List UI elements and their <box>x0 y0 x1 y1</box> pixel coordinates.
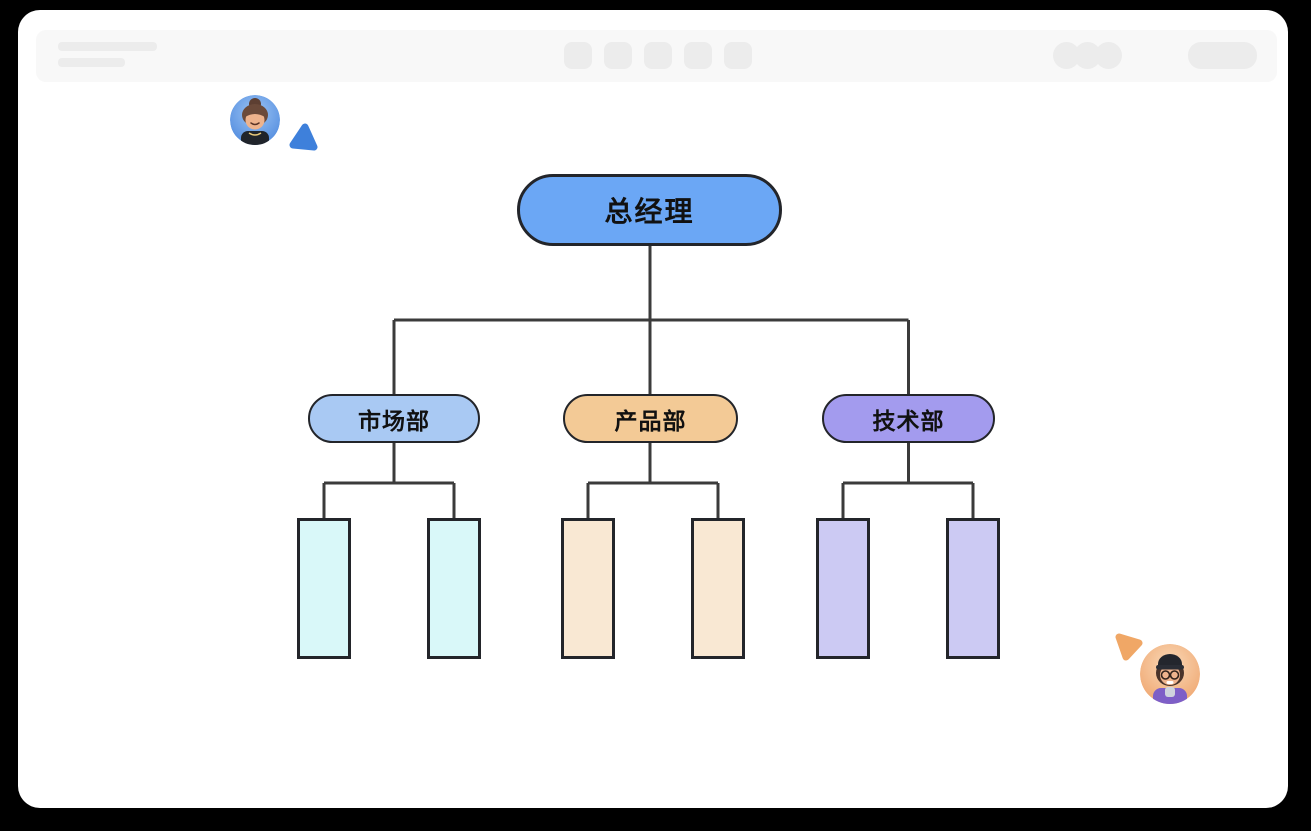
org-node-dept-marketing[interactable]: 市场部 <box>308 394 480 443</box>
org-node-dept-tech[interactable]: 技术部 <box>822 394 995 443</box>
org-leaf-marketing-1[interactable] <box>297 518 351 659</box>
collaborator-avatar-blue <box>230 95 280 145</box>
toolbar-icon-group <box>564 42 752 69</box>
org-leaf-tech-1[interactable] <box>816 518 870 659</box>
toolbar-text-placeholder-1 <box>58 42 157 51</box>
org-node-dept-tech-label: 技术部 <box>872 407 945 434</box>
toolbar-icon-placeholder-2[interactable] <box>604 42 632 69</box>
collaborator-avatar-orange <box>1140 644 1200 704</box>
toolbar-icon-placeholder-3[interactable] <box>644 42 672 69</box>
toolbar-icon-placeholder-5[interactable] <box>724 42 752 69</box>
org-node-root[interactable]: 总经理 <box>517 174 782 246</box>
toolbar-icon-placeholder-4[interactable] <box>684 42 712 69</box>
toolbar-text-placeholder-2 <box>58 58 125 67</box>
toolbar-avatar-placeholder-3 <box>1095 42 1122 69</box>
org-node-root-label: 总经理 <box>604 196 695 227</box>
cursor-orange-icon <box>1115 633 1143 661</box>
org-leaf-tech-2[interactable] <box>946 518 1000 659</box>
org-leaf-product-2[interactable] <box>691 518 745 659</box>
browser-toolbar <box>36 30 1277 82</box>
toolbar-avatar-stack[interactable] <box>1053 42 1122 69</box>
org-node-dept-marketing-label: 市场部 <box>358 407 430 434</box>
org-node-dept-product[interactable]: 产品部 <box>563 394 738 443</box>
toolbar-icon-placeholder-1[interactable] <box>564 42 592 69</box>
toolbar-button-placeholder[interactable] <box>1188 42 1257 69</box>
app-window: 总经理 市场部 产品部 技术部 <box>18 10 1288 808</box>
org-node-dept-product-label: 产品部 <box>614 407 687 434</box>
cursor-blue-icon <box>289 123 318 151</box>
org-leaf-product-1[interactable] <box>561 518 615 659</box>
org-leaf-marketing-2[interactable] <box>427 518 481 659</box>
